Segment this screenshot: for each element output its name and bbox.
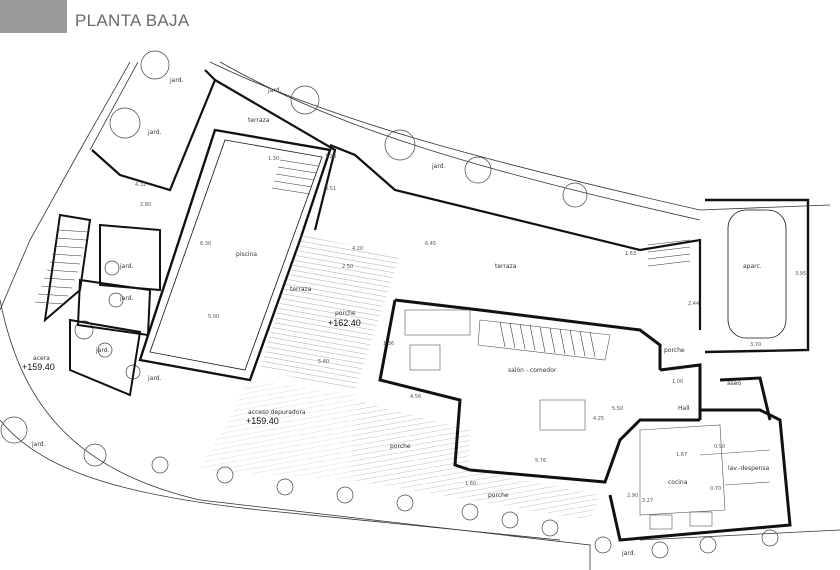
dim-20: 1.67 (676, 452, 687, 458)
dim-17: 4.56 (410, 394, 421, 400)
dim-10: 5.40 (318, 359, 329, 365)
label-jard-1: jard. (169, 77, 184, 84)
dim-22: 2.90 (627, 493, 638, 499)
dim-7: 4.32 (135, 182, 146, 188)
level-porche: +162.40 (328, 318, 361, 328)
terrace-walls (91, 69, 702, 330)
label-terraza-top: terraza (248, 117, 270, 124)
porche-hatch (260, 235, 400, 390)
level-acceso: +159.40 (246, 416, 279, 426)
room-labels: jard. jard. jard. jard. jard. jard. jard… (31, 77, 770, 557)
label-piscina: piscina (236, 251, 257, 258)
label-jard-3: jard. (267, 87, 282, 94)
dim-26: 1.60 (465, 481, 476, 487)
label-acera: acera (33, 355, 50, 362)
label-porche-lower: porche (390, 443, 411, 450)
level-marks: +162.40 +159.40 +159.40 (22, 318, 361, 426)
parking (704, 198, 810, 354)
label-hall: Hall (678, 405, 690, 412)
label-jard-2: jard. (147, 129, 162, 136)
terrace-stairs (647, 239, 691, 267)
dim-27: 0.90 (714, 444, 725, 450)
dim-12: 2.44 (688, 301, 699, 307)
dim-8: 2.80 (140, 202, 151, 208)
acera-hatch (200, 380, 355, 480)
label-porche: porche (335, 310, 356, 317)
dim-11: 1.63 (625, 251, 636, 257)
label-aseo: aseo (727, 380, 741, 387)
label-porche-hall: porche (664, 347, 685, 354)
dim-2: 1.20 (325, 154, 336, 160)
label-jard-8: jard. (147, 375, 162, 382)
dim-9: 4.20 (352, 246, 363, 252)
dim-19: 4.25 (593, 416, 604, 422)
pool-stairs (271, 159, 319, 195)
label-jard-9: jard. (31, 441, 46, 448)
dim-25: 1.36 (383, 341, 394, 347)
page-title: PLANTA BAJA (75, 11, 190, 30)
dim-6: 5.00 (208, 314, 219, 320)
label-terraza-right: terraza (495, 263, 517, 270)
dim-4: 6.30 (200, 241, 211, 247)
label-cocina: cocina (668, 479, 688, 486)
label-salon: salón - comedor (508, 367, 557, 374)
label-jard-7: jard. (95, 347, 110, 354)
dim-14: 3.70 (750, 342, 761, 348)
dim-15: 5.50 (612, 406, 623, 412)
dim-13: 3.95 (795, 271, 806, 277)
planters (43, 213, 161, 397)
label-jard-4: jard. (431, 163, 446, 170)
site-boundary (0, 61, 840, 570)
level-acera: +159.40 (22, 362, 55, 372)
dim-24: 2.50 (342, 264, 353, 270)
label-jard-5: jard. (119, 263, 134, 270)
dim-1: 1.30 (268, 156, 279, 162)
label-jard-6: jard. (119, 295, 134, 302)
label-jard-10: jard. (621, 550, 636, 557)
label-acceso-depuradora: acceso depuradora (248, 409, 306, 416)
interior-lines (404, 309, 771, 530)
pool (138, 128, 332, 382)
house-walls (378, 298, 792, 542)
dim-23: 0.70 (710, 486, 721, 492)
dim-21: 3.27 (642, 498, 653, 504)
dim-3: 3.51 (325, 186, 336, 192)
porche-lower-hatch (350, 400, 600, 520)
label-aparc: aparc. (743, 263, 762, 270)
dimension-labels: 1.30 1.20 3.51 6.30 6.45 5.00 4.32 2.80 … (135, 154, 806, 504)
dim-16: 1.00 (672, 379, 683, 385)
label-terraza-mid: terraza (290, 286, 312, 293)
label-porche-bottom: porche (488, 492, 509, 499)
header-bar (0, 0, 67, 33)
dim-5: 6.45 (425, 241, 436, 247)
salon-stairs (499, 321, 596, 358)
garden-stairs (34, 229, 89, 305)
label-lav-despensa: lav.-despensa (728, 465, 770, 472)
dim-18: 5.76 (535, 458, 546, 464)
